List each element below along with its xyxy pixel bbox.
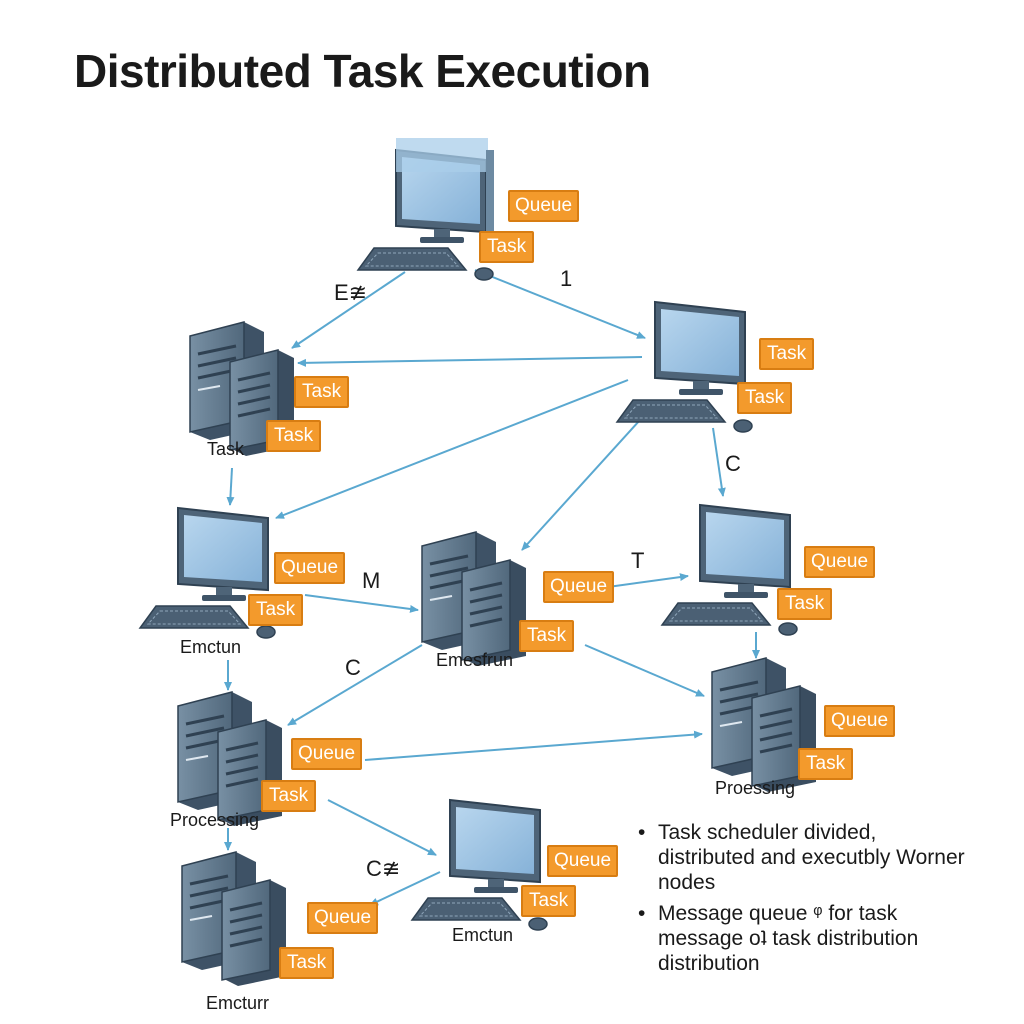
queue-tag: Queue <box>291 738 363 770</box>
indicator-arrow-icon <box>759 598 777 610</box>
task-tag: Task <box>261 780 317 812</box>
arrow-n5-n8 <box>584 644 705 697</box>
queue-tag: Queue <box>824 705 896 737</box>
indicator-arrow-icon <box>289 912 307 924</box>
node-label: Emctun <box>180 637 242 657</box>
arrow-n2-n4 <box>226 467 235 506</box>
task-tag: Task <box>521 885 577 917</box>
indicator-arrow-icon <box>525 581 543 593</box>
edge-label: E≇ <box>334 280 368 305</box>
edge-label: T <box>631 548 645 573</box>
task-tag: Task <box>777 588 833 620</box>
server-icon <box>420 530 528 668</box>
indicator-arrow-icon <box>719 392 737 404</box>
arrow-n4-n5 <box>304 594 419 613</box>
queue-tag: Queue <box>274 552 346 584</box>
node-label: Emcturr <box>206 993 269 1013</box>
arrow-n9-n10 <box>369 871 441 906</box>
node-label: Proessing <box>715 778 796 798</box>
indicator-arrow-icon <box>461 241 479 253</box>
queue-tag: Queue <box>547 845 619 877</box>
page-title: Distributed Task Execution <box>74 45 651 97</box>
server-icon <box>180 850 288 988</box>
arrow-layer <box>224 269 760 906</box>
node-label: Emesfrun <box>436 650 514 670</box>
node-label: Task <box>207 439 245 459</box>
note-item: Task scheduler divided, distributed and … <box>636 820 976 895</box>
monitor-icon <box>616 301 753 433</box>
arrow-n3-n2 <box>297 356 643 367</box>
task-tag: Task <box>519 620 575 652</box>
queue-tag: Queue <box>804 546 876 578</box>
queue-tag: Queue <box>307 902 379 934</box>
task-tag: Task <box>737 382 793 414</box>
arrow-n1-n3 <box>474 269 646 339</box>
queue-tag: Queue <box>543 571 615 603</box>
queue-tag: Queue <box>508 190 580 222</box>
edge-label: M <box>362 568 381 593</box>
task-tag: Task <box>294 376 350 408</box>
task-tag: Task <box>266 420 322 452</box>
panel-overlay <box>396 138 488 172</box>
arrow-n5-n6 <box>607 573 689 588</box>
note-item: Message queue ᵠ for task message oʇ task… <box>636 901 976 976</box>
task-tag: Task <box>759 338 815 370</box>
arrow-n7-n8 <box>364 730 703 761</box>
node-label: Processing <box>170 810 260 830</box>
task-tag: Task <box>479 231 535 263</box>
edge-label: C <box>725 451 741 476</box>
edge-label: 1 <box>560 266 573 291</box>
arrow-n3-n6 <box>712 427 726 497</box>
arrow-n5-n7 <box>287 644 423 726</box>
edge-label: C≇ <box>366 856 401 881</box>
notes-list: Task scheduler divided, distributed and … <box>636 820 976 982</box>
edge-label: C <box>345 655 361 680</box>
arrow-n7-n9 <box>327 799 437 856</box>
panel-post <box>486 150 494 240</box>
arrow-n3-n4 <box>275 379 629 519</box>
task-tag: Task <box>248 594 304 626</box>
task-tag: Task <box>279 947 335 979</box>
arrow-n1-n2 <box>291 271 406 349</box>
arrow-n3-n5 <box>521 419 641 551</box>
task-tag: Task <box>798 748 854 780</box>
node-label: Emctun <box>452 925 514 945</box>
